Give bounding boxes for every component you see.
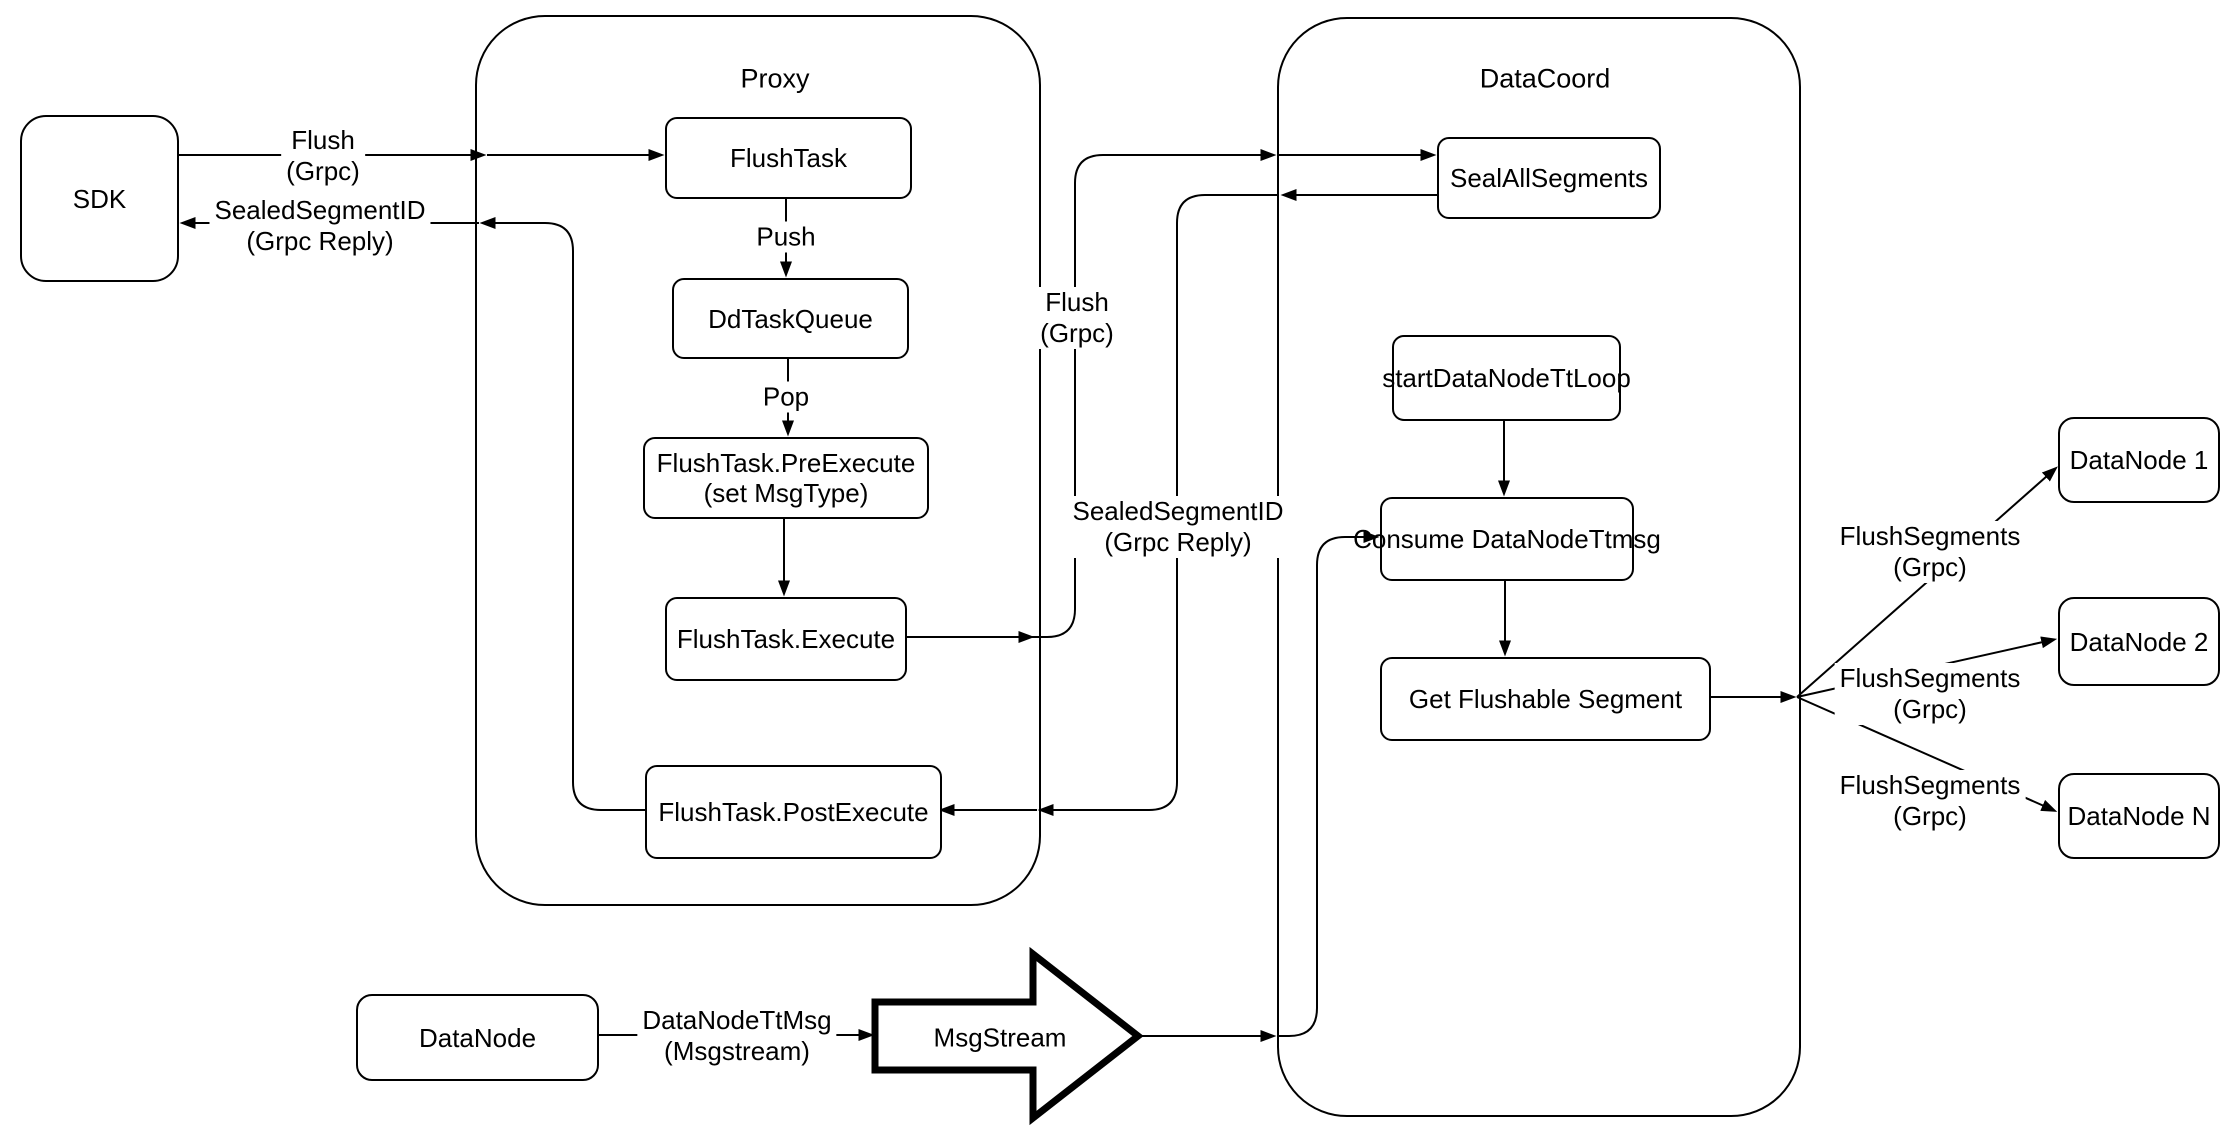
node-preexecute-line1: FlushTask.PreExecute	[656, 448, 916, 478]
datacoord-title: DataCoord	[1479, 63, 1611, 94]
edge-label-flush-grpc-mid: Flush (Grpc)	[1035, 287, 1119, 349]
proxy-title: Proxy	[740, 63, 810, 94]
node-datanode2: DataNode 2	[2058, 597, 2220, 686]
container-proxy	[475, 15, 1041, 906]
node-execute-label: FlushTask.Execute	[676, 624, 896, 654]
node-sdk: SDK	[20, 115, 179, 282]
edge-execute-up-to-datacoord	[1030, 149, 1277, 638]
node-ddtaskqueue: DdTaskQueue	[672, 278, 909, 359]
node-sdk-label: SDK	[72, 183, 127, 214]
edge-label-sealedsegmentid-sdk: SealedSegmentID (Grpc Reply)	[209, 195, 431, 257]
edge-msgstream-up-to-consume	[1277, 531, 1380, 1037]
node-consumedatanodettmsg-label: Consume DataNodeTtmsg	[1353, 524, 1661, 554]
node-datanoden-label: DataNode N	[2067, 801, 2211, 831]
node-ddtaskqueue-label: DdTaskQueue	[708, 303, 873, 334]
edge-label-pop: Pop	[757, 381, 815, 413]
node-sealallsegments-label: SealAllSegments	[1450, 163, 1648, 193]
node-getflushablesegment: Get Flushable Segment	[1380, 657, 1711, 741]
edge-label-flushsegments-2: FlushSegments (Grpc)	[1834, 663, 2026, 725]
msgstream-label: MsgStream	[933, 1022, 1067, 1053]
node-preexecute-line2: (set MsgType)	[703, 478, 869, 508]
node-datanoden: DataNode N	[2058, 773, 2220, 859]
node-startdatanodettloop: startDataNodeTtLoop	[1382, 335, 1631, 421]
node-datanode1-label: DataNode 1	[2069, 445, 2209, 475]
node-sealallsegments: SealAllSegments	[1437, 137, 1661, 219]
node-flushtask-label: FlushTask	[729, 143, 848, 173]
node-datanode1: DataNode 1	[2058, 417, 2220, 503]
node-flushtask: FlushTask	[665, 117, 912, 199]
node-datanode2-label: DataNode 2	[2069, 626, 2209, 657]
edge-label-datanodettmsg: DataNodeTtMsg (Msgstream)	[637, 1005, 837, 1067]
edge-label-flushsegments-1: FlushSegments (Grpc)	[1834, 521, 2026, 583]
container-datacoord	[1277, 17, 1801, 1117]
msgstream-arrow-shape	[871, 946, 1144, 1126]
edge-label-sealedsegmentid-mid: SealedSegmentID (Grpc Reply)	[1067, 496, 1289, 558]
edge-junction-to-datanode1	[1796, 466, 2058, 698]
edge-label-flush-grpc-sdk: Flush (Grpc)	[281, 125, 365, 187]
node-startdatanodettloop-label: startDataNodeTtLoop	[1382, 363, 1631, 393]
node-postexecute-label: FlushTask.PostExecute	[658, 797, 929, 827]
node-getflushablesegment-label: Get Flushable Segment	[1408, 684, 1683, 714]
node-datanode-bottom-label: DataNode	[418, 1022, 537, 1053]
node-execute: FlushTask.Execute	[665, 597, 907, 681]
node-postexecute: FlushTask.PostExecute	[645, 765, 942, 859]
edge-postexecute-to-proxy-border	[479, 217, 645, 811]
node-datanode-bottom: DataNode	[356, 994, 599, 1081]
edge-label-flushsegments-3: FlushSegments (Grpc)	[1834, 770, 2026, 832]
edge-label-push: Push	[751, 221, 821, 253]
node-consumedatanodettmsg: Consume DataNodeTtmsg	[1353, 497, 1661, 581]
node-preexecute: FlushTask.PreExecute (set MsgType)	[643, 437, 929, 519]
